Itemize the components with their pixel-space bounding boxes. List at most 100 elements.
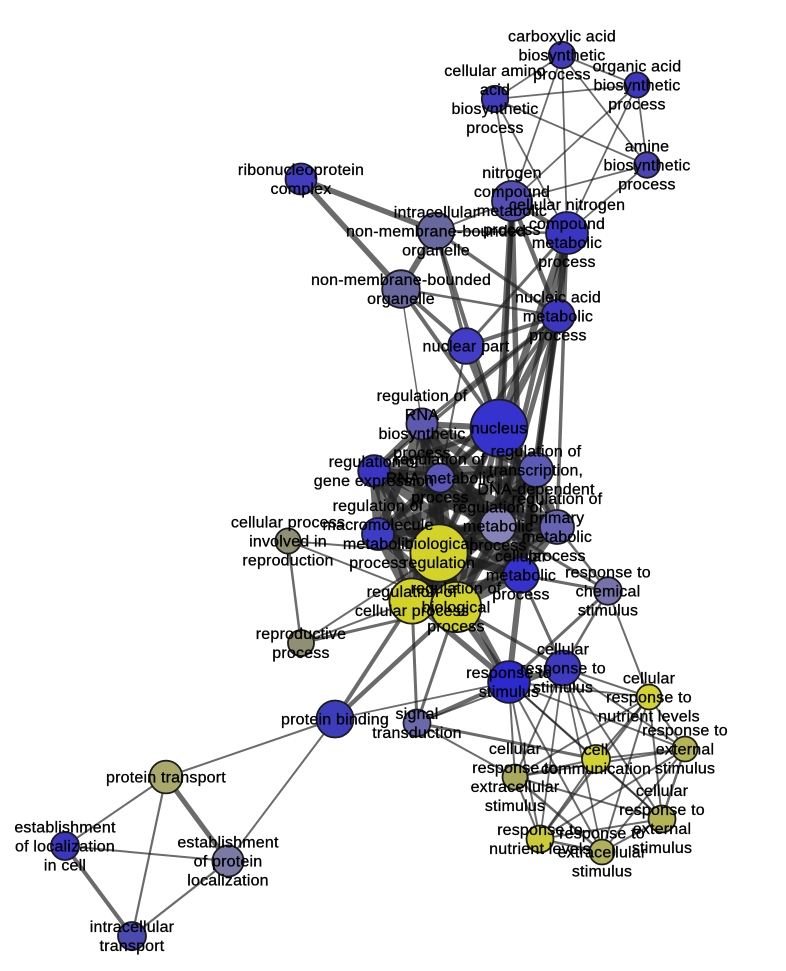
svg-text:metabolic: metabolic (477, 203, 547, 220)
svg-text:gene expression: gene expression (314, 473, 434, 490)
svg-text:nutrient levels: nutrient levels (598, 709, 700, 726)
svg-text:cellular: cellular (495, 549, 548, 566)
svg-text:complex: complex (271, 181, 332, 198)
svg-text:transduction: transduction (372, 725, 462, 742)
svg-text:in cell: in cell (44, 858, 86, 875)
svg-text:metabolic: metabolic (532, 235, 602, 252)
svg-text:stimulus: stimulus (655, 761, 715, 778)
svg-text:regulation of: regulation of (453, 500, 544, 517)
svg-text:process: process (349, 555, 406, 572)
svg-text:regulation of: regulation of (395, 452, 486, 469)
svg-text:process: process (533, 67, 590, 84)
svg-text:external: external (656, 742, 715, 759)
svg-text:process: process (466, 120, 523, 137)
svg-text:cellular: cellular (537, 642, 590, 659)
svg-text:transport: transport (100, 938, 165, 955)
svg-text:establishment: establishment (177, 835, 279, 852)
svg-text:biosynthetic: biosynthetic (379, 426, 466, 443)
svg-text:communication: communication (541, 761, 651, 778)
svg-text:cellular: cellular (489, 741, 542, 758)
svg-text:cellular process: cellular process (355, 603, 469, 620)
svg-text:biosynthetic: biosynthetic (604, 158, 691, 175)
svg-text:regulation of: regulation of (367, 584, 458, 601)
svg-text:macromolecule: macromolecule (322, 517, 433, 534)
svg-text:process: process (469, 538, 526, 555)
svg-text:compound: compound (474, 184, 550, 201)
svg-text:localization: localization (187, 873, 269, 890)
svg-text:regulation of: regulation of (512, 491, 603, 508)
svg-text:biological: biological (422, 600, 491, 617)
svg-text:stimulus: stimulus (632, 840, 692, 857)
svg-text:cellular: cellular (623, 671, 676, 688)
svg-text:organic acid: organic acid (593, 59, 682, 76)
svg-text:stimulus: stimulus (572, 864, 632, 881)
svg-text:nucleic acid: nucleic acid (515, 290, 601, 307)
svg-text:RNA metabolic: RNA metabolic (386, 471, 494, 488)
svg-text:process: process (618, 177, 675, 194)
svg-text:protein binding: protein binding (281, 712, 389, 729)
svg-text:DNA-dependent: DNA-dependent (477, 482, 595, 499)
svg-text:establishment: establishment (14, 820, 116, 837)
svg-text:biological: biological (405, 536, 474, 553)
svg-text:process: process (411, 490, 468, 507)
svg-text:carboxylic acid: carboxylic acid (508, 29, 616, 46)
svg-text:protein transport: protein transport (106, 770, 226, 787)
svg-text:biosynthetic: biosynthetic (519, 48, 606, 65)
svg-text:nitrogen: nitrogen (482, 165, 541, 182)
svg-text:response to: response to (472, 760, 558, 777)
svg-text:biosynthetic: biosynthetic (594, 78, 681, 95)
svg-text:nutrient levels: nutrient levels (489, 841, 591, 858)
svg-text:external: external (633, 821, 692, 838)
svg-text:regulation: regulation (403, 555, 475, 572)
svg-text:metabolic: metabolic (486, 568, 556, 585)
svg-text:reproduction: reproduction (242, 553, 333, 570)
svg-text:stimulus: stimulus (533, 680, 593, 697)
svg-text:response to: response to (606, 690, 692, 707)
svg-text:organelle: organelle (402, 243, 470, 260)
svg-text:process: process (538, 254, 595, 271)
svg-text:metabolic: metabolic (343, 536, 413, 553)
svg-text:metabolic: metabolic (522, 529, 592, 546)
svg-text:acid: acid (480, 82, 510, 99)
svg-text:RNA: RNA (405, 407, 440, 424)
svg-text:response to: response to (497, 822, 583, 839)
svg-text:regulation of: regulation of (491, 444, 582, 461)
svg-text:stimulus: stimulus (485, 798, 545, 815)
svg-text:primary: primary (530, 510, 585, 527)
svg-text:cellular process: cellular process (231, 515, 345, 532)
svg-text:response to: response to (466, 665, 552, 682)
svg-text:metabolic: metabolic (463, 519, 533, 536)
svg-text:nuclear part: nuclear part (423, 339, 510, 356)
svg-text:of protein: of protein (194, 854, 263, 871)
svg-text:process: process (393, 445, 450, 462)
svg-text:response to: response to (565, 565, 651, 582)
svg-text:response to: response to (520, 661, 606, 678)
svg-text:non-membrane-bounded: non-membrane-bounded (346, 224, 526, 241)
svg-text:transcription,: transcription, (489, 463, 583, 480)
svg-text:involved in: involved in (249, 534, 327, 551)
svg-text:cellular: cellular (636, 783, 689, 800)
svg-text:cell: cell (584, 742, 609, 759)
svg-text:regulation of: regulation of (411, 581, 502, 598)
svg-text:ribonucleoprotein: ribonucleoprotein (238, 162, 364, 179)
svg-text:compound: compound (529, 216, 605, 233)
svg-text:process: process (483, 222, 540, 239)
svg-text:extracellular: extracellular (558, 845, 647, 862)
svg-text:regulation of: regulation of (377, 388, 468, 405)
svg-text:process: process (492, 587, 549, 604)
svg-text:metabolic: metabolic (523, 309, 593, 326)
svg-text:cellular amino: cellular amino (444, 63, 546, 80)
svg-text:response to: response to (559, 826, 645, 843)
svg-text:reproductive: reproductive (256, 626, 346, 643)
svg-text:process: process (608, 97, 665, 114)
svg-text:signal: signal (395, 706, 438, 723)
svg-text:cellular nitrogen: cellular nitrogen (509, 197, 625, 214)
svg-text:intracellular: intracellular (394, 205, 479, 222)
svg-text:extracellular: extracellular (471, 779, 560, 796)
svg-text:chemical: chemical (576, 584, 641, 601)
svg-text:response to: response to (619, 802, 705, 819)
svg-text:non-membrane-bounded: non-membrane-bounded (311, 272, 491, 289)
svg-text:process: process (272, 645, 329, 662)
svg-text:intracellular: intracellular (90, 919, 175, 936)
svg-text:process: process (528, 548, 585, 565)
